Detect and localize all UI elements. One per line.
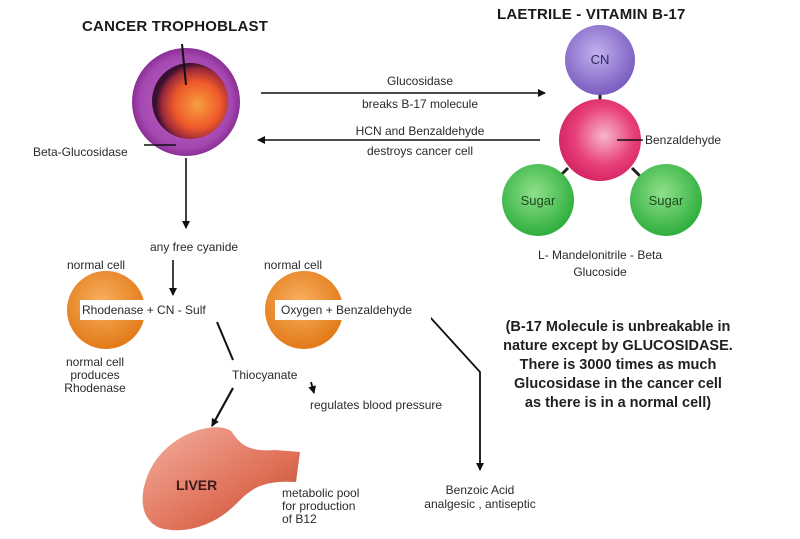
- analgesic-label: analgesic , antiseptic: [424, 497, 536, 511]
- sugar-label-right: Sugar: [648, 193, 684, 208]
- benzoic-acid-label: Benzoic Acid: [445, 483, 515, 497]
- oxygen-benzaldehyde-reaction: Oxygen + Benzaldehyde: [281, 303, 413, 317]
- b17-molecule: [502, 25, 702, 236]
- molecule-caption-1: L- Mandelonitrile - Beta: [537, 248, 663, 262]
- oxygen-label-bg: [275, 300, 431, 320]
- liver-label: LIVER: [176, 477, 218, 493]
- note-line: There is 3000 times as much: [519, 357, 717, 373]
- liver-shape: [142, 427, 300, 531]
- sugar-ball-left: [502, 164, 574, 236]
- arrow-to-benzoic-acid: [428, 315, 484, 471]
- hcn-benzaldehyde-label: HCN and Benzaldehyde: [355, 124, 485, 138]
- bond-sugar-right: [630, 166, 642, 178]
- normal-cell-caption: normal cell produces Rhodenase: [50, 356, 140, 395]
- rhodenase-label-bg: [80, 300, 230, 320]
- normal-cell-right-label: normal cell: [264, 258, 323, 272]
- blood-pressure-label: regulates blood pressure: [310, 398, 443, 412]
- caption-line: for production: [282, 499, 356, 513]
- free-cyanide-label: any free cyanide: [150, 240, 239, 254]
- sugar-label-left: Sugar: [520, 193, 556, 208]
- caption-line: Rhodenase: [64, 381, 126, 395]
- molecule-caption-2: Glucoside: [573, 265, 627, 279]
- title-pointer-line: [181, 43, 187, 86]
- beta-glucosidase-label: Beta-Glucosidase: [33, 145, 128, 159]
- glucosidase-label: Glucosidase: [386, 74, 454, 88]
- caption-line: normal cell: [65, 355, 125, 369]
- benzaldehyde-label: Benzaldehyde: [645, 133, 722, 147]
- rhodenase-reaction: Rhodenase + CN - Sulf: [82, 303, 206, 317]
- cancer-cell-core: [152, 63, 228, 139]
- caption-line: produces: [70, 368, 120, 382]
- cn-label: CN: [590, 52, 610, 67]
- sugar-ball-right: [630, 164, 702, 236]
- benzaldehyde-ball: [559, 99, 641, 181]
- arrow-to-blood-pressure: [308, 381, 317, 394]
- note-line: as there is in a normal cell): [524, 395, 712, 411]
- normal-cell-left-label: normal cell: [67, 258, 126, 272]
- breaks-molecule-label: breaks B-17 molecule: [361, 97, 479, 111]
- destroys-cancer-cell-label: destroys cancer cell: [366, 144, 474, 158]
- caption-line: metabolic pool: [282, 486, 360, 500]
- cancer-cell: [132, 43, 240, 156]
- note-line: Glucosidase in the cancer cell: [514, 376, 722, 392]
- laetrile-title: LAETRILE - VITAMIN B-17: [497, 6, 686, 23]
- caption-line: of B12: [282, 512, 317, 526]
- line-to-thiocyanate: [216, 321, 234, 361]
- cancer-trophoblast-title: CANCER TROPHOBLAST: [82, 18, 269, 35]
- liver-caption: metabolic pool for production of B12: [282, 487, 359, 526]
- arrow-to-liver: [211, 387, 234, 427]
- thiocyanate-label: Thiocyanate: [232, 368, 298, 382]
- note-line: (B-17 Molecule is unbreakable in: [505, 319, 731, 335]
- glucosidase-note: (B-17 Molecule is unbreakable in nature …: [488, 318, 748, 413]
- note-line: nature except by GLUCOSIDASE.: [503, 338, 733, 354]
- cn-ball: [565, 25, 635, 95]
